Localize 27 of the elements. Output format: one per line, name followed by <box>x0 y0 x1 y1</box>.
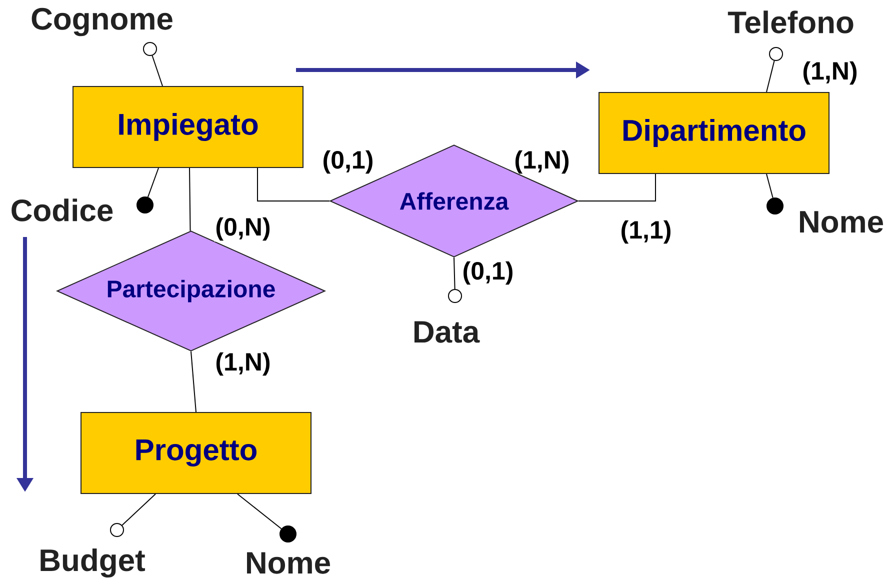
connector-line <box>237 494 282 530</box>
connector-line <box>766 174 774 198</box>
cardinality-label: (0,1) <box>461 260 515 286</box>
attribute-label: Nome <box>800 211 884 233</box>
connector-line <box>454 257 456 290</box>
entity-box: Progetto <box>80 412 312 494</box>
cardinality-label: (1,N) <box>214 351 272 377</box>
cardinality-label: (1,N) <box>801 60 859 86</box>
cardinality-label: (1,N) <box>515 150 569 174</box>
connector-line <box>152 55 163 86</box>
connector-line <box>122 494 156 526</box>
connector-line <box>257 168 330 202</box>
attribute-label: Data <box>414 321 480 343</box>
attribute-label: Codice <box>12 198 113 222</box>
cardinality-label: (1,1) <box>619 219 673 245</box>
entity-box: Impiegato <box>72 86 304 168</box>
attribute-label: Nome <box>247 552 330 574</box>
attribute-label: Telefono <box>728 10 854 34</box>
cardinality-label: (0,N) <box>214 216 272 242</box>
entity-box: Dipartimento <box>598 92 830 174</box>
connector-line <box>766 60 775 92</box>
attribute-label: Budget <box>40 548 145 578</box>
connector-line <box>189 168 191 232</box>
connector-line <box>147 168 159 198</box>
connector-line <box>578 174 656 202</box>
attribute-label: Cognome <box>32 8 172 36</box>
connector-line <box>190 351 196 412</box>
